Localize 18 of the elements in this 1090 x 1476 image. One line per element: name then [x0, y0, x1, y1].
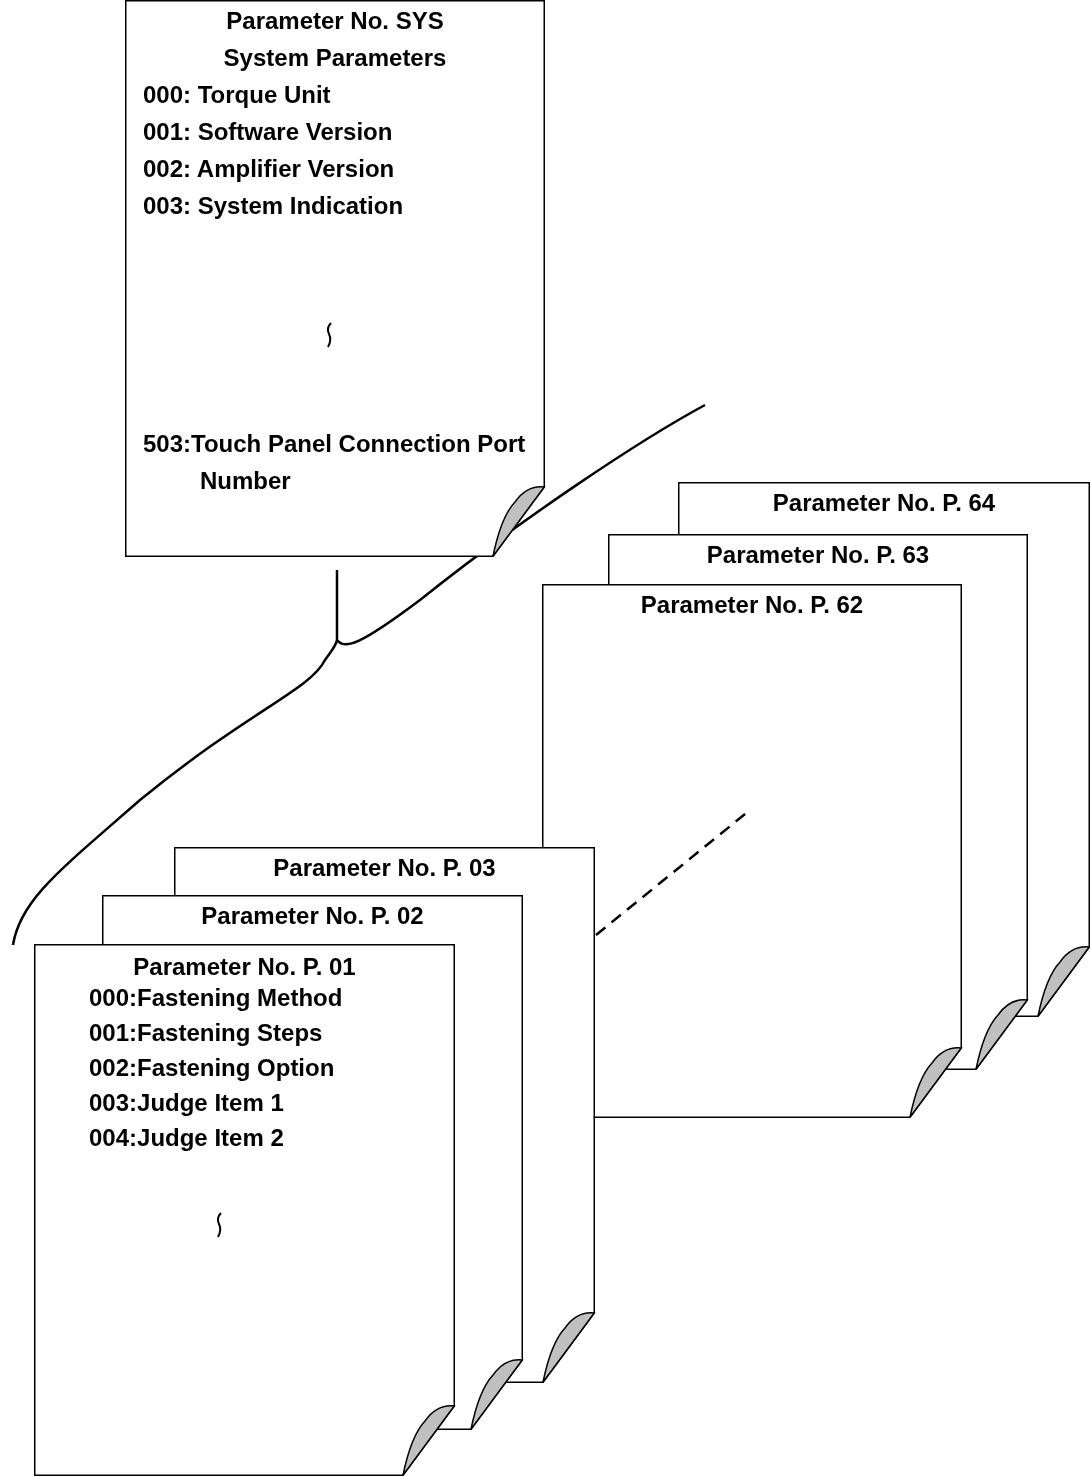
parameter-entry: 003: System Indication: [143, 191, 404, 221]
parameter-entry: 001: Software Version: [143, 117, 393, 147]
page-heading: Parameter No. P. 62: [639, 590, 865, 620]
page-heading: Parameter No. P. 02: [200, 901, 425, 931]
page-heading: Parameter No. SYS: [225, 6, 445, 36]
parameter-entry: 002:Fastening Option: [89, 1053, 335, 1083]
page-heading: Parameter No. P. 63: [705, 540, 931, 570]
parameter-entry: System Parameters: [222, 43, 448, 73]
parameter-entry: 004:Judge Item 2: [89, 1123, 284, 1153]
parameter-entry: 003:Judge Item 1: [89, 1088, 284, 1118]
parameter-entry: 001:Fastening Steps: [89, 1018, 323, 1048]
parameter-entry: 000:Fastening Method: [89, 983, 343, 1013]
page-heading: Parameter No. P. 03: [272, 853, 497, 883]
parameter-entry: 002: Amplifier Version: [143, 154, 395, 184]
page-heading: Parameter No. P. 64: [771, 488, 997, 518]
page-heading: Parameter No. P. 01: [132, 952, 357, 982]
parameter-entry: 000: Torque Unit: [143, 80, 331, 110]
parameter-entry: 503:Touch Panel Connection Port Number: [143, 429, 527, 496]
